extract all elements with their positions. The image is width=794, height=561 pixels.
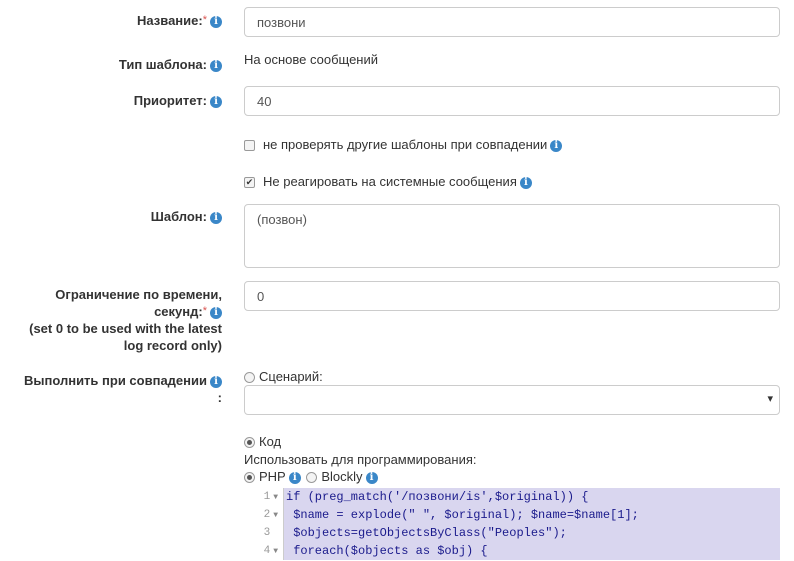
code-editor[interactable]: 1▼ 2▼ 3▼ 4▼ if (preg_match('/позвони/is'… xyxy=(254,486,780,560)
info-icon[interactable]: i xyxy=(210,59,222,72)
language-prompt: Использовать для программирования: xyxy=(244,452,477,467)
info-icon[interactable]: i xyxy=(210,95,222,108)
priority-input[interactable]: 40 xyxy=(244,86,780,116)
time-limit-input[interactable]: 0 xyxy=(244,281,780,311)
php-radio[interactable] xyxy=(244,472,255,484)
priority-label: Приоритет:i xyxy=(134,92,222,109)
blockly-radio[interactable] xyxy=(306,472,318,484)
code-line[interactable]: foreach($objects as $obj) { xyxy=(286,544,488,558)
info-icon[interactable]: i xyxy=(550,139,563,152)
line-gutter: 1▼ 2▼ 3▼ 4▼ xyxy=(263,491,278,557)
fold-icon: ▼ xyxy=(273,511,278,520)
code-line[interactable]: if (preg_match('/позвони/is',$original))… xyxy=(286,490,589,504)
template-label: Шаблон:i xyxy=(151,208,222,225)
info-icon[interactable]: i xyxy=(210,306,222,319)
no-check-others-row[interactable]: не проверять другие шаблоны при совпаден… xyxy=(244,137,563,152)
no-check-others-checkbox[interactable] xyxy=(244,140,255,152)
name-input[interactable]: позвони xyxy=(244,7,780,37)
info-icon[interactable]: i xyxy=(365,471,378,484)
chevron-down-icon: ▾ xyxy=(767,393,773,405)
name-label: Название:*i xyxy=(137,12,222,29)
info-icon[interactable]: i xyxy=(519,176,532,189)
code-line[interactable]: $objects=getObjectsByClass("Peoples"); xyxy=(286,526,567,540)
fold-icon: ▼ xyxy=(273,547,278,556)
template-textarea[interactable]: (позвон) xyxy=(244,204,780,268)
required-marker: * xyxy=(202,14,207,26)
code-line[interactable]: $name = explode(" ", $original); $name=$… xyxy=(286,508,639,522)
code-radio[interactable] xyxy=(244,437,255,449)
template-type-value: На основе сообщений xyxy=(244,52,379,67)
template-type-label: Тип шаблона:i xyxy=(119,56,222,73)
info-icon[interactable]: i xyxy=(210,15,222,28)
info-icon[interactable]: i xyxy=(288,471,301,484)
time-limit-label: Ограничение по времени, секунд:*i (set 0… xyxy=(29,287,222,353)
info-icon[interactable]: i xyxy=(210,211,222,224)
scenario-radio[interactable] xyxy=(244,372,255,384)
scenario-option[interactable]: Сценарий: xyxy=(244,369,323,384)
scenario-select[interactable]: ▾ xyxy=(244,385,780,415)
info-icon[interactable]: i xyxy=(210,375,222,388)
fold-icon: ▼ xyxy=(273,493,278,502)
ignore-system-checkbox[interactable]: ✔ xyxy=(244,177,255,189)
code-option[interactable]: Код xyxy=(244,434,281,449)
code-lines[interactable]: if (preg_match('/позвони/is',$original))… xyxy=(283,488,780,560)
required-marker: * xyxy=(202,305,207,317)
